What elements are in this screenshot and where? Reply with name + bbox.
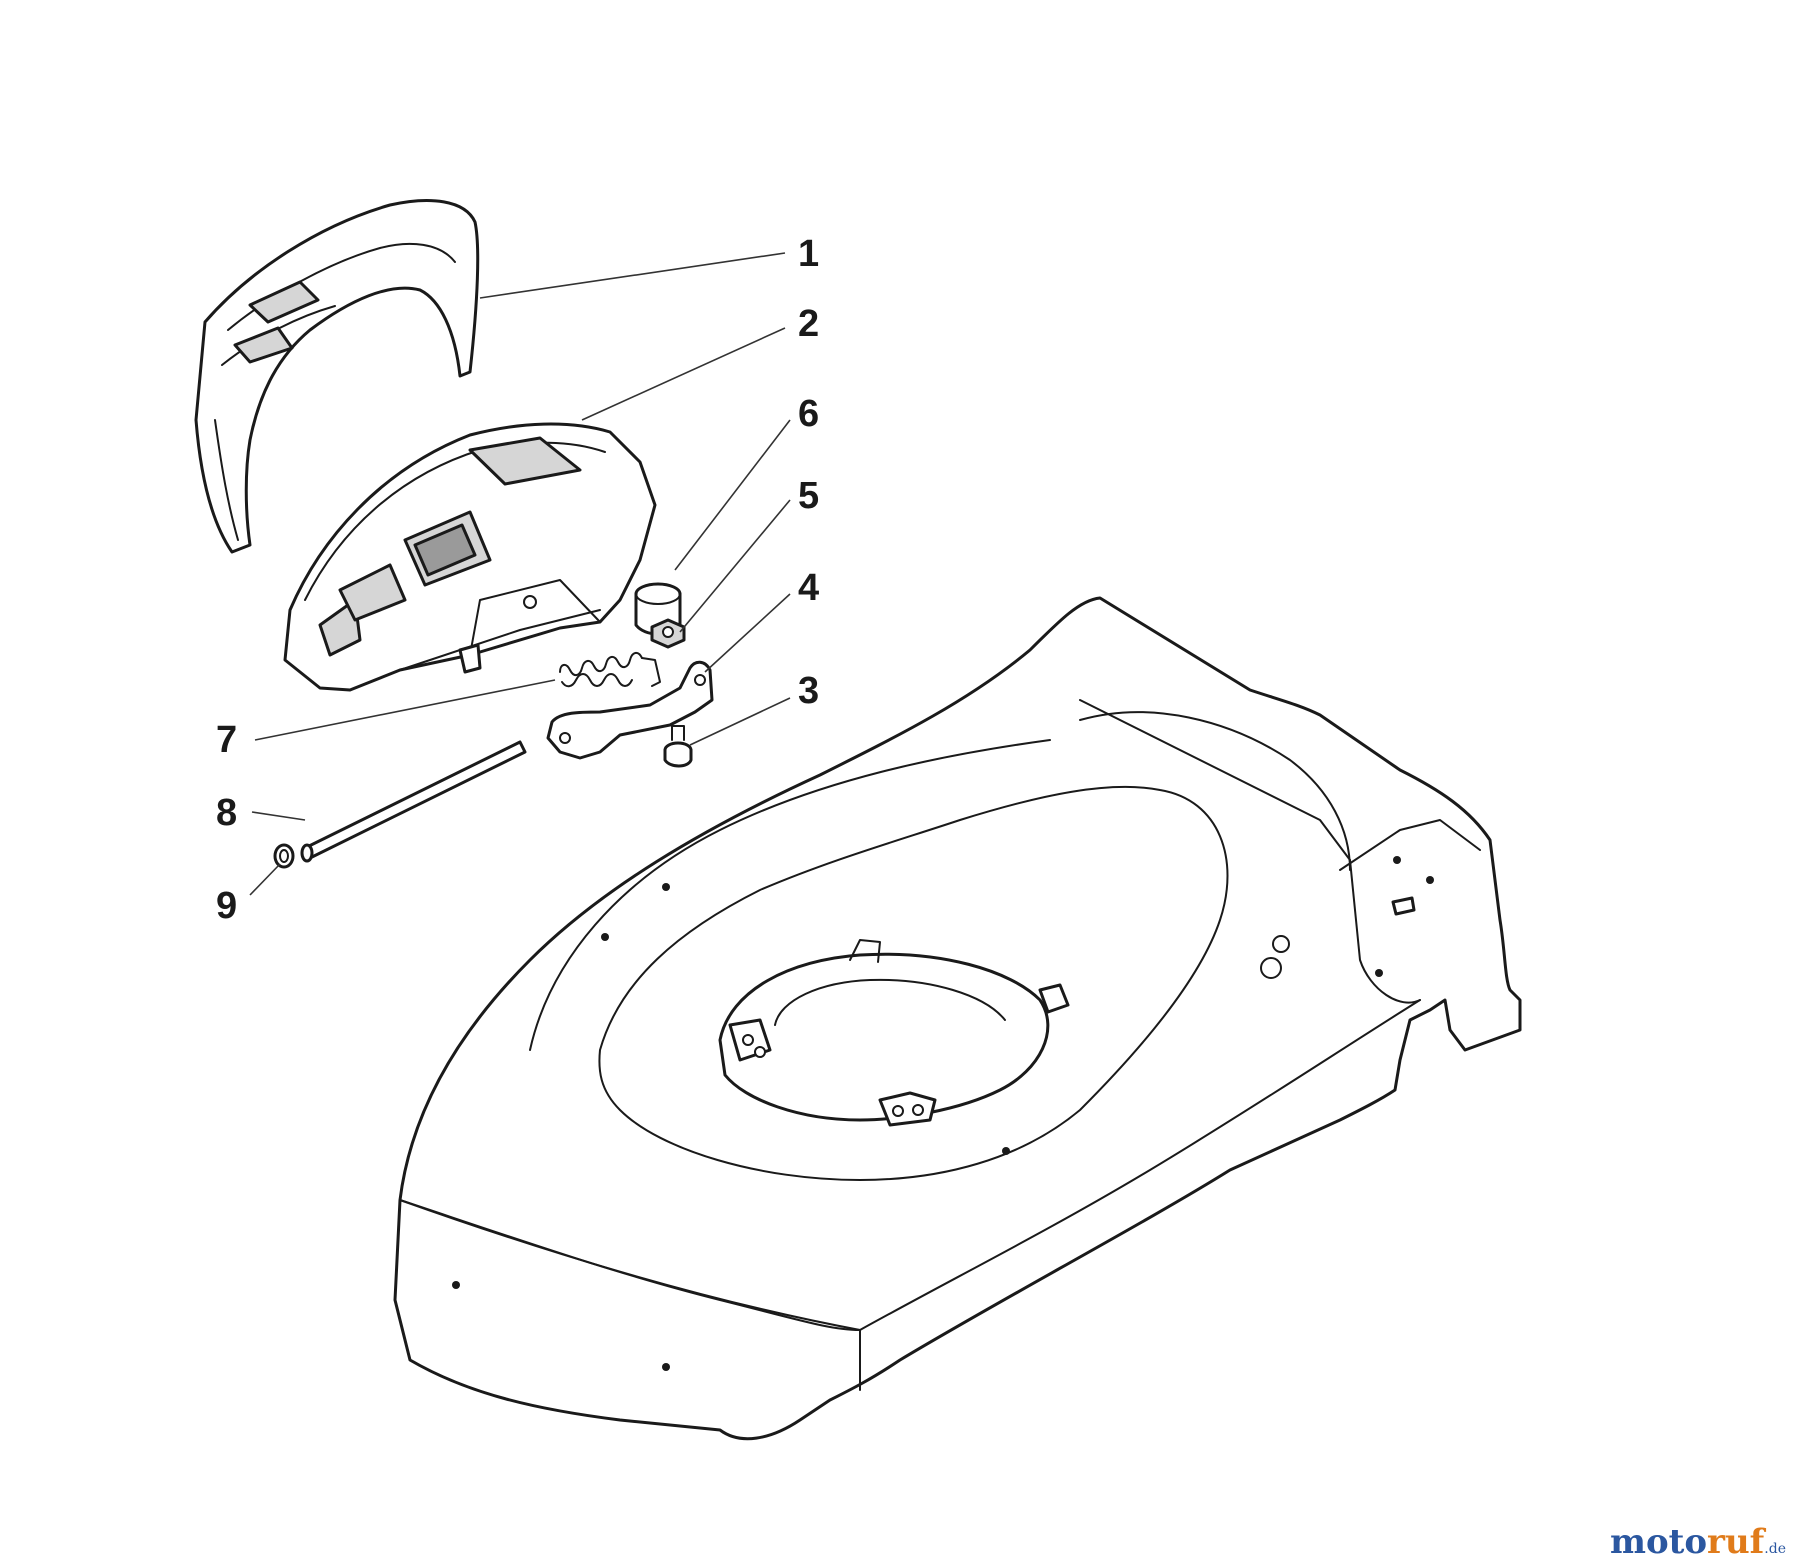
deck-hole <box>1375 969 1383 977</box>
washer <box>273 843 295 869</box>
motoruf-watermark: motoruf.de <box>1610 1522 1786 1562</box>
screw <box>663 725 693 768</box>
leader-6 <box>674 419 791 571</box>
nut <box>650 618 686 649</box>
leader-4 <box>704 593 791 673</box>
leader-8 <box>251 811 306 821</box>
leader-2 <box>581 327 786 421</box>
callout-6: 6 <box>798 393 819 435</box>
mower-deck <box>393 596 1522 1441</box>
deck-slot <box>1391 896 1416 916</box>
spring <box>559 652 661 688</box>
deck-hole <box>1002 1147 1010 1155</box>
leader-lines <box>249 252 791 896</box>
deck-hole <box>662 883 670 891</box>
callout-5: 5 <box>798 475 819 517</box>
callout-7: 7 <box>216 719 237 761</box>
deck-hole <box>1260 957 1282 979</box>
callouts: 1 2 6 5 4 3 7 8 9 <box>216 233 819 927</box>
callout-3: 3 <box>798 670 819 712</box>
deck-hole <box>1426 876 1434 884</box>
leader-5 <box>679 499 791 633</box>
deck-hole <box>1272 935 1290 953</box>
grass-deflector <box>194 199 480 554</box>
deck-hole <box>662 1363 670 1371</box>
rod <box>300 740 527 863</box>
blade-opening <box>718 939 1070 1127</box>
deck-hole <box>601 933 609 941</box>
callout-4: 4 <box>798 567 819 609</box>
watermark-tld: .de <box>1764 1541 1786 1557</box>
deck-hole <box>452 1281 460 1289</box>
watermark-accent: ruf <box>1707 1522 1765 1562</box>
callout-9: 9 <box>216 885 237 927</box>
leader-3 <box>689 697 791 746</box>
callout-8: 8 <box>216 792 237 834</box>
callout-2: 2 <box>798 303 819 345</box>
bracket <box>546 660 714 760</box>
deck-hole <box>1393 856 1401 864</box>
callout-1: 1 <box>798 233 819 275</box>
leader-1 <box>479 252 786 299</box>
rear-guard <box>283 422 657 692</box>
leader-9 <box>249 863 281 896</box>
leader-7 <box>254 679 556 741</box>
watermark-main: moto <box>1609 1522 1708 1562</box>
